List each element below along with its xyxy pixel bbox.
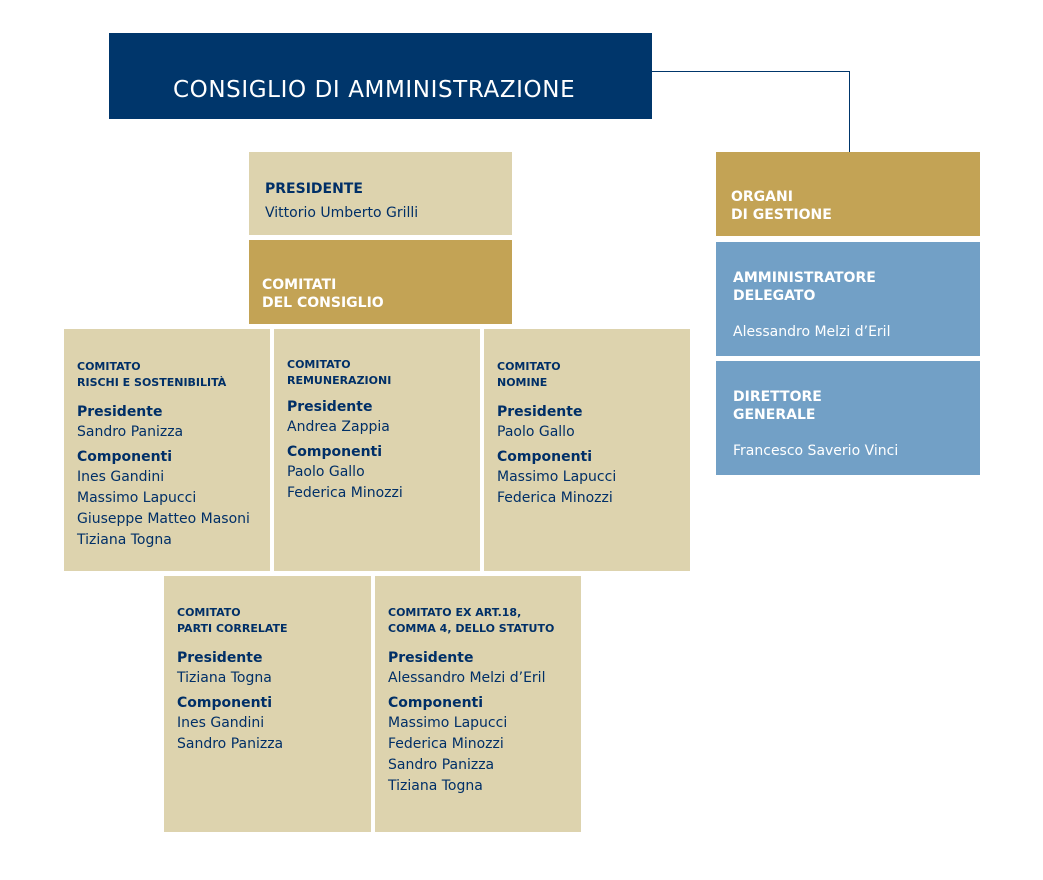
ceo-box: AMMINISTRATORE DELEGATO Alessandro Melzi…	[716, 242, 980, 356]
connector-horizontal	[652, 71, 850, 72]
board-header: CONSIGLIO DI AMMINISTRAZIONE	[109, 33, 652, 119]
committee-member: Sandro Panizza	[177, 736, 284, 752]
committee-member: Federica Minozzi	[497, 490, 613, 506]
committee-title-line2: REMUNERAZIONI	[287, 374, 392, 387]
committee-title: COMITATO NOMINE	[497, 359, 690, 391]
gm-title-line2: GENERALE	[733, 407, 816, 423]
committee-title-line1: COMITATO	[287, 358, 351, 371]
committee-member: Ines Gandini	[77, 469, 165, 485]
committee-president: Andrea Zappia	[287, 419, 390, 435]
president-label: Presidente	[388, 650, 474, 666]
committee-title: COMITATO PARTI CORRELATE	[177, 605, 371, 637]
committee-title-line1: COMITATO	[177, 606, 241, 619]
committee-nominations: COMITATO NOMINE Presidente Paolo Gallo C…	[484, 329, 690, 571]
members-label: Componenti	[287, 444, 383, 460]
committee-title-line1: COMITATO EX ART.18,	[388, 606, 522, 619]
committee-member: Federica Minozzi	[388, 736, 504, 752]
committee-president: Paolo Gallo	[497, 424, 575, 440]
committee-member: Massimo Lapucci	[388, 715, 508, 731]
president-label: Presidente	[497, 404, 583, 420]
members-label: Componenti	[177, 695, 273, 711]
president-label: Presidente	[177, 650, 263, 666]
committees-header: COMITATI DEL CONSIGLIO	[249, 240, 512, 324]
committee-art18: COMITATO EX ART.18, COMMA 4, DELLO STATU…	[375, 576, 581, 832]
gm-box: DIRETTORE GENERALE Francesco Saverio Vin…	[716, 361, 980, 475]
ceo-title-line2: DELEGATO	[733, 288, 816, 304]
ceo-name: Alessandro Melzi d’Eril	[733, 324, 891, 340]
committee-related-parties: COMITATO PARTI CORRELATE Presidente Tizi…	[164, 576, 371, 832]
committee-president: Tiziana Togna	[177, 670, 272, 686]
committee-member: Massimo Lapucci	[77, 490, 197, 506]
committee-member: Sandro Panizza	[388, 757, 495, 773]
committee-title-line1: COMITATO	[497, 360, 561, 373]
committee-member: Tiziana Togna	[388, 778, 483, 794]
management-header: ORGANI DI GESTIONE	[716, 152, 980, 236]
committee-title-line2: PARTI CORRELATE	[177, 622, 288, 635]
connector-vertical	[849, 71, 850, 152]
committee-member: Tiziana Togna	[77, 532, 172, 548]
president-name: Vittorio Umberto Grilli	[265, 205, 419, 221]
president-box: PRESIDENTE Vittorio Umberto Grilli	[249, 152, 512, 235]
committee-title: COMITATO EX ART.18, COMMA 4, DELLO STATU…	[388, 605, 581, 637]
committees-header-line1: COMITATI	[262, 277, 337, 293]
committee-member: Paolo Gallo	[287, 464, 365, 480]
committees-header-line2: DEL CONSIGLIO	[262, 295, 384, 311]
committee-member: Federica Minozzi	[287, 485, 403, 501]
members-label: Componenti	[77, 449, 173, 465]
committee-title: COMITATO RISCHI E SOSTENIBILITÀ	[77, 359, 270, 391]
committee-title: COMITATO REMUNERAZIONI	[287, 357, 480, 389]
members-label: Componenti	[497, 449, 593, 465]
gm-title-line1: DIRETTORE	[733, 389, 822, 405]
management-header-line1: ORGANI	[731, 189, 793, 205]
members-label: Componenti	[388, 695, 484, 711]
committee-president: Sandro Panizza	[77, 424, 184, 440]
committee-title-line1: COMITATO	[77, 360, 141, 373]
president-label: Presidente	[287, 399, 373, 415]
committee-remuneration: COMITATO REMUNERAZIONI Presidente Andrea…	[274, 329, 480, 571]
president-label: Presidente	[77, 404, 163, 420]
committee-member: Ines Gandini	[177, 715, 265, 731]
committee-risks: COMITATO RISCHI E SOSTENIBILITÀ Presiden…	[64, 329, 270, 571]
committee-member: Massimo Lapucci	[497, 469, 617, 485]
committee-title-line2: NOMINE	[497, 376, 548, 389]
president-label: PRESIDENTE	[265, 181, 363, 197]
board-title: CONSIGLIO DI AMMINISTRAZIONE	[173, 77, 576, 103]
committee-president: Alessandro Melzi d’Eril	[388, 670, 546, 686]
committee-title-line2: COMMA 4, DELLO STATUTO	[388, 622, 555, 635]
committee-member: Giuseppe Matteo Masoni	[77, 511, 250, 527]
committee-title-line2: RISCHI E SOSTENIBILITÀ	[77, 376, 227, 389]
management-header-line2: DI GESTIONE	[731, 207, 832, 223]
ceo-title-line1: AMMINISTRATORE	[733, 270, 876, 286]
gm-name: Francesco Saverio Vinci	[733, 443, 899, 459]
